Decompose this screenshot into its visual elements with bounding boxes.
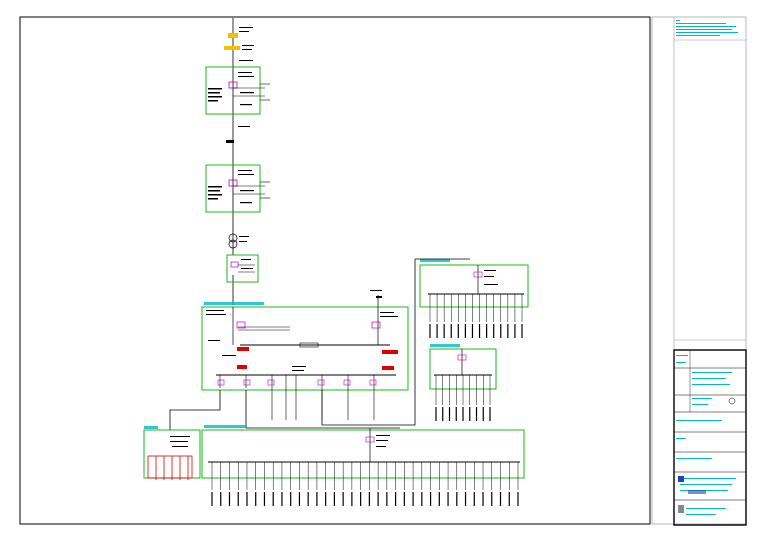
feeder-label <box>455 407 457 421</box>
title-block <box>673 20 747 526</box>
feeder-label <box>482 407 484 421</box>
feeder-label <box>386 492 388 506</box>
feeder-label <box>246 492 248 506</box>
feeder-label <box>435 407 437 421</box>
transformer-symbol <box>228 233 238 249</box>
feeder-label <box>237 492 239 506</box>
sub-panel-bottom-main <box>201 425 525 479</box>
feeder-label <box>443 324 445 338</box>
main-lv-board <box>201 290 409 420</box>
feeder-label <box>471 324 474 338</box>
feeder-label <box>403 492 405 506</box>
feeder-label <box>442 407 444 421</box>
feeder-label <box>456 492 458 506</box>
feeder-label <box>486 324 488 338</box>
feeder-label <box>514 324 516 338</box>
feeder-label <box>499 492 502 506</box>
feeder-label <box>491 492 493 506</box>
feeder-label <box>290 492 292 506</box>
feeder-label <box>462 407 464 421</box>
feeder-label <box>478 324 481 338</box>
feeder-label <box>272 492 274 506</box>
feeder-label <box>377 492 379 506</box>
feeder-label <box>450 324 452 338</box>
feeder-label <box>395 492 397 506</box>
feeder-label <box>438 492 440 506</box>
feeder-label <box>263 492 266 506</box>
outgoing-feeders-bottom <box>211 462 519 506</box>
incoming-symbol-1 <box>228 33 238 38</box>
feeder-label <box>457 324 459 338</box>
feeder-label <box>489 407 491 421</box>
feeder-label <box>475 407 478 421</box>
transformer-panel <box>226 254 259 283</box>
feeder-label <box>429 324 431 338</box>
feeder-label <box>448 407 451 421</box>
feeder-label <box>521 324 523 338</box>
title-block-frame <box>651 16 747 525</box>
feeder-label <box>482 492 484 506</box>
feeder-label <box>211 492 213 506</box>
drawing-frame <box>19 16 651 525</box>
feeder-label <box>325 492 327 506</box>
feeder-label <box>220 492 222 506</box>
feeder-label <box>429 492 432 506</box>
feeder-label <box>307 492 309 506</box>
sub-panel-upper-right <box>419 259 529 308</box>
feeder-label <box>298 492 301 506</box>
feeder-label <box>228 492 231 506</box>
feeder-label <box>436 324 438 338</box>
feeder-label <box>507 324 509 338</box>
feeder-label <box>412 492 414 506</box>
incoming-symbol-2 <box>224 46 240 50</box>
feeder-label <box>464 492 467 506</box>
hv-panel-1 <box>205 66 270 115</box>
feeder-label <box>368 492 370 506</box>
feeder-label <box>360 492 362 506</box>
feeder-label <box>255 492 257 506</box>
outgoing-feeders-middle-right <box>435 375 491 421</box>
feeder-label <box>473 492 475 506</box>
feeder-label <box>508 492 510 506</box>
feeder-label <box>281 492 283 506</box>
feeder-label <box>447 492 449 506</box>
feeder-label <box>333 492 335 506</box>
feeder-label <box>517 492 519 506</box>
company-logo <box>678 476 684 482</box>
sub-panel-lower-left <box>143 426 201 480</box>
outgoing-feeders-upper-right <box>429 294 523 338</box>
feeder-label <box>342 492 344 506</box>
feeder-label <box>351 492 353 506</box>
feeder-label <box>493 324 495 338</box>
feeder-label <box>464 324 466 338</box>
feeder-label <box>469 407 471 421</box>
feeder-label <box>316 492 318 506</box>
feeder-label <box>421 492 423 506</box>
feeder-label <box>500 324 502 338</box>
hv-panel-2 <box>205 164 270 213</box>
